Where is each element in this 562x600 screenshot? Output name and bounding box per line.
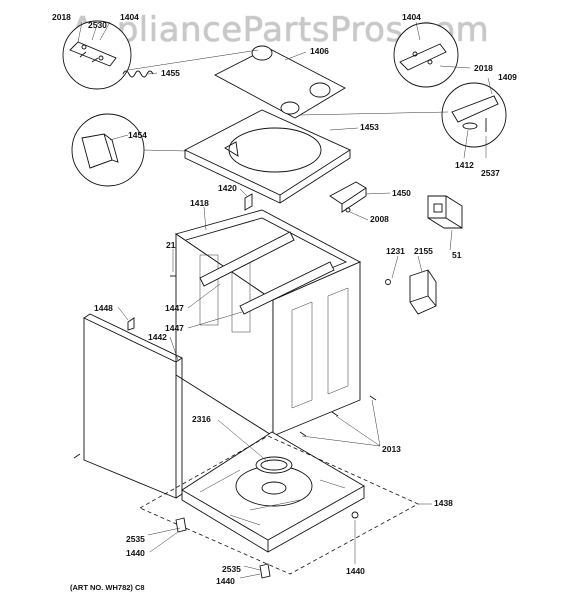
callout-1409: 1409 [498, 72, 517, 82]
callout-1404-right: 1404 [402, 12, 421, 22]
detail-circle-top-right [393, 22, 459, 88]
callout-1440-right: 1440 [346, 566, 365, 576]
callout-1440-bottom: 1440 [216, 576, 235, 586]
callout-2316: 2316 [192, 414, 211, 424]
callout-2008: 2008 [370, 214, 389, 224]
rail-1447-upper [199, 231, 295, 287]
foot-1440-right [351, 511, 359, 519]
clip-1448 [127, 317, 135, 331]
callout-1447-lower: 1447 [165, 323, 184, 333]
top-cover-1453 [183, 109, 351, 204]
detail-circle-bleach-cup [71, 113, 145, 187]
detail-circle-top-left [62, 20, 132, 90]
callout-21: 21 [166, 240, 176, 250]
callout-1450: 1450 [392, 188, 411, 198]
screw-left [73, 453, 81, 459]
callout-2537: 2537 [481, 168, 500, 178]
callout-2535-bottom: 2535 [222, 564, 241, 574]
spring-1455 [122, 70, 154, 78]
callout-2013: 2013 [382, 444, 401, 454]
callout-2535: 2535 [126, 534, 145, 544]
screw-1231 [385, 279, 391, 285]
callout-2155: 2155 [414, 246, 433, 256]
callout-2018-right: 2018 [474, 63, 493, 73]
callout-1420: 1420 [218, 183, 237, 193]
lid-1406 [214, 45, 346, 119]
part-51 [427, 195, 463, 229]
callout-2018: 2018 [52, 12, 71, 22]
callout-1418: 1418 [190, 198, 209, 208]
callout-51: 51 [452, 250, 462, 260]
callout-1438: 1438 [434, 498, 453, 508]
callout-1454: 1454 [128, 130, 147, 140]
detail-circle-hinge [441, 82, 507, 148]
leader-lines [77, 21, 493, 579]
bracket-1450 [329, 181, 367, 213]
base-1438 [181, 431, 365, 553]
front-panel-1442 [83, 313, 183, 499]
callout-1447-upper: 1447 [165, 303, 184, 313]
rail-1447-lower [239, 261, 335, 315]
callout-1453: 1453 [360, 122, 379, 132]
callout-1404: 1404 [120, 12, 139, 22]
switch-2155 [409, 269, 437, 315]
hinge-1420 [244, 193, 253, 211]
art-number: (ART NO. WH782) C8 [70, 583, 145, 592]
callout-1440-left: 1440 [126, 548, 145, 558]
callout-1448: 1448 [94, 303, 113, 313]
foot-1440-left [175, 517, 187, 533]
foot-1440-bottom [259, 563, 271, 579]
callout-1442: 1442 [148, 332, 167, 342]
callout-1231: 1231 [386, 246, 405, 256]
callout-1412: 1412 [455, 160, 474, 170]
callout-2530: 2530 [88, 20, 107, 30]
callout-1406: 1406 [310, 46, 329, 56]
callout-1455: 1455 [161, 68, 180, 78]
